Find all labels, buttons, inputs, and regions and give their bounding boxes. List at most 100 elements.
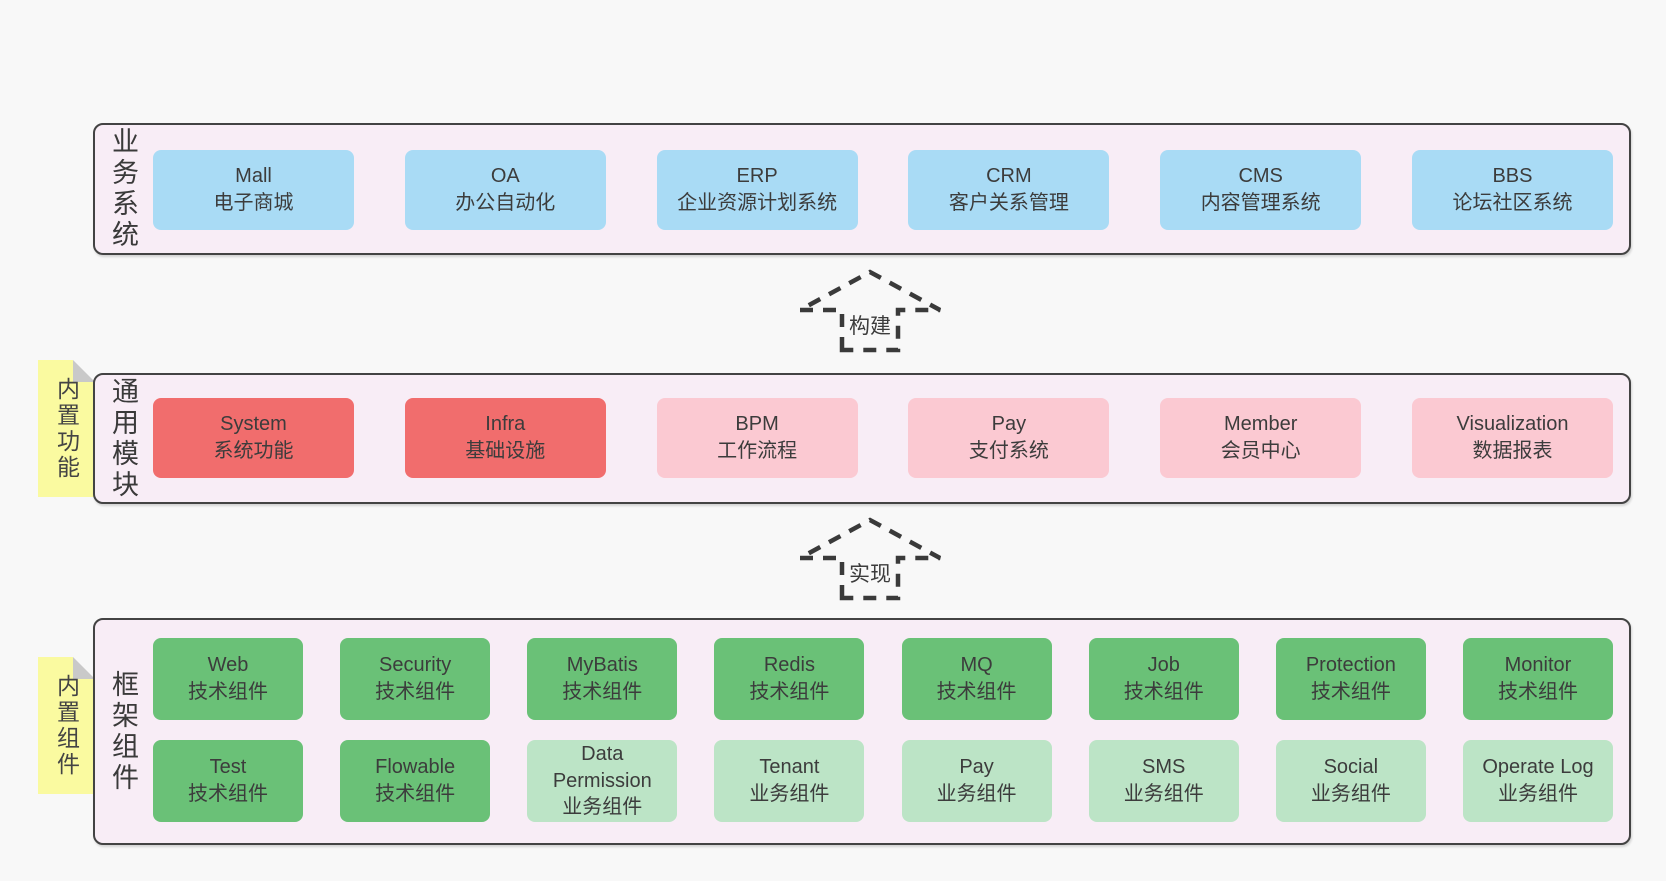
box-subtitle: 业务组件: [562, 796, 643, 819]
box-title: Security: [379, 654, 452, 677]
box-data-permission: Data Permission 业务组件: [527, 740, 678, 822]
build-arrow: 构建: [790, 266, 950, 354]
box-pay-biz: Pay 业务组件: [901, 740, 1052, 822]
box-subtitle: 支付系统: [968, 440, 1049, 462]
box-bpm: BPM 工作流程: [656, 398, 858, 478]
box-bbs: BBS 论坛社区系统: [1411, 150, 1613, 230]
framework-components-panel: 框架组件 Web 技术组件 Security 技术组件 MyBatis 技术组件…: [93, 618, 1631, 845]
box-subtitle: 技术组件: [1123, 681, 1204, 703]
box-visualization: Visualization 数据报表: [1411, 398, 1613, 478]
box-subtitle: 技术组件: [749, 681, 830, 703]
box-subtitle: 论坛社区系统: [1452, 192, 1573, 214]
box-social: Social 业务组件: [1275, 740, 1426, 822]
box-subtitle: 业务组件: [749, 783, 830, 805]
box-title: Pay: [991, 413, 1027, 436]
box-title: Operate Log: [1482, 756, 1594, 779]
box-subtitle: 技术组件: [375, 783, 456, 805]
box-subtitle: 技术组件: [375, 681, 456, 703]
box-title: Tenant: [759, 756, 820, 779]
box-title: System: [220, 413, 287, 436]
business-systems-panel: 业务系统 Mall 电子商城 OA 办公自动化 ERP 企业资源计划系统 CRM…: [93, 123, 1631, 255]
box-title: Protection: [1305, 654, 1396, 677]
box-cms: CMS 内容管理系统: [1160, 150, 1362, 230]
built-in-features-tag: 内置功能: [38, 360, 95, 497]
box-subtitle: 电子商城: [213, 192, 294, 214]
box-title: Member: [1224, 413, 1298, 436]
box-title: Visualization: [1456, 413, 1569, 436]
box-subtitle: 业务组件: [1310, 783, 1391, 805]
built-in-features-tag-label: 内置功能: [53, 376, 80, 481]
framework-panel-label: 框架组件: [108, 669, 138, 794]
box-flowable: Flowable 技术组件: [340, 740, 491, 822]
box-subtitle: 技术组件: [1310, 681, 1391, 703]
box-title: OA: [490, 165, 520, 188]
box-title: MQ: [960, 654, 993, 677]
modules-panel-label: 通用模块: [108, 376, 138, 501]
box-title: ERP: [736, 165, 778, 188]
box-subtitle: 技术组件: [562, 681, 643, 703]
box-protection: Protection 技术组件: [1275, 638, 1426, 720]
box-title: SMS: [1142, 756, 1186, 779]
box-subtitle: 客户关系管理: [948, 192, 1069, 214]
box-subtitle: 系统功能: [213, 440, 294, 462]
box-title: Flowable: [375, 756, 456, 779]
box-title: MyBatis: [566, 654, 638, 677]
box-web: Web 技术组件: [153, 638, 303, 720]
box-subtitle: 工作流程: [717, 440, 798, 462]
box-title: Job: [1147, 654, 1180, 677]
box-subtitle: 技术组件: [188, 681, 268, 703]
implement-arrow: 实现: [790, 514, 950, 602]
box-subtitle: 业务组件: [1123, 783, 1204, 805]
box-title: Test: [209, 756, 247, 779]
box-subtitle: 技术组件: [1497, 681, 1578, 703]
box-job: Job 技术组件: [1088, 638, 1239, 720]
box-subtitle: 业务组件: [1497, 783, 1578, 805]
box-test: Test 技术组件: [153, 740, 303, 822]
box-tenant: Tenant 业务组件: [714, 740, 865, 822]
box-title: Mall: [235, 165, 272, 188]
common-modules-panel: 通用模块 System 系统功能 Infra 基础设施 BPM 工作流程 Pay…: [93, 373, 1631, 504]
built-in-components-tag: 内置组件: [38, 657, 95, 794]
box-title: CMS: [1238, 165, 1283, 188]
box-erp: ERP 企业资源计划系统: [656, 150, 858, 230]
box-title: BBS: [1492, 165, 1533, 188]
box-infra: Infra 基础设施: [404, 398, 606, 478]
box-subtitle: 技术组件: [188, 783, 268, 805]
box-member: Member 会员中心: [1160, 398, 1362, 478]
box-redis: Redis 技术组件: [714, 638, 865, 720]
box-subtitle: 企业资源计划系统: [677, 192, 838, 214]
box-title: BPM: [735, 413, 779, 436]
box-system: System 系统功能: [153, 398, 354, 478]
box-security: Security 技术组件: [340, 638, 491, 720]
box-subtitle: 基础设施: [465, 440, 546, 462]
box-title: Web: [207, 654, 249, 677]
box-title: CRM: [986, 165, 1032, 188]
box-title: Monitor: [1504, 654, 1572, 677]
box-operate-log: Operate Log 业务组件: [1462, 740, 1613, 822]
box-subtitle: 业务组件: [936, 783, 1017, 805]
box-subtitle: 内容管理系统: [1200, 192, 1321, 214]
box-oa: OA 办公自动化: [404, 150, 606, 230]
box-monitor: Monitor 技术组件: [1462, 638, 1613, 720]
box-title: Data Permission: [552, 742, 652, 792]
box-mq: MQ 技术组件: [901, 638, 1052, 720]
up-arrow-icon: [798, 269, 942, 353]
box-title: Social: [1323, 756, 1379, 779]
box-subtitle: 办公自动化: [455, 192, 556, 214]
box-subtitle: 技术组件: [936, 681, 1017, 703]
box-title: Pay: [959, 756, 994, 779]
up-arrow-icon: [798, 517, 942, 601]
box-mall: Mall 电子商城: [153, 150, 354, 230]
built-in-components-tag-label: 内置组件: [53, 673, 80, 778]
implement-arrow-label: 实现: [849, 563, 891, 586]
box-pay: Pay 支付系统: [908, 398, 1110, 478]
box-title: Infra: [485, 413, 526, 436]
box-subtitle: 数据报表: [1472, 440, 1553, 462]
business-panel-label: 业务系统: [108, 127, 138, 251]
box-subtitle: 会员中心: [1220, 440, 1301, 462]
box-title: Redis: [763, 654, 815, 677]
box-sms: SMS 业务组件: [1088, 740, 1239, 822]
box-mybatis: MyBatis 技术组件: [527, 638, 678, 720]
box-crm: CRM 客户关系管理: [908, 150, 1110, 230]
build-arrow-label: 构建: [849, 315, 891, 338]
